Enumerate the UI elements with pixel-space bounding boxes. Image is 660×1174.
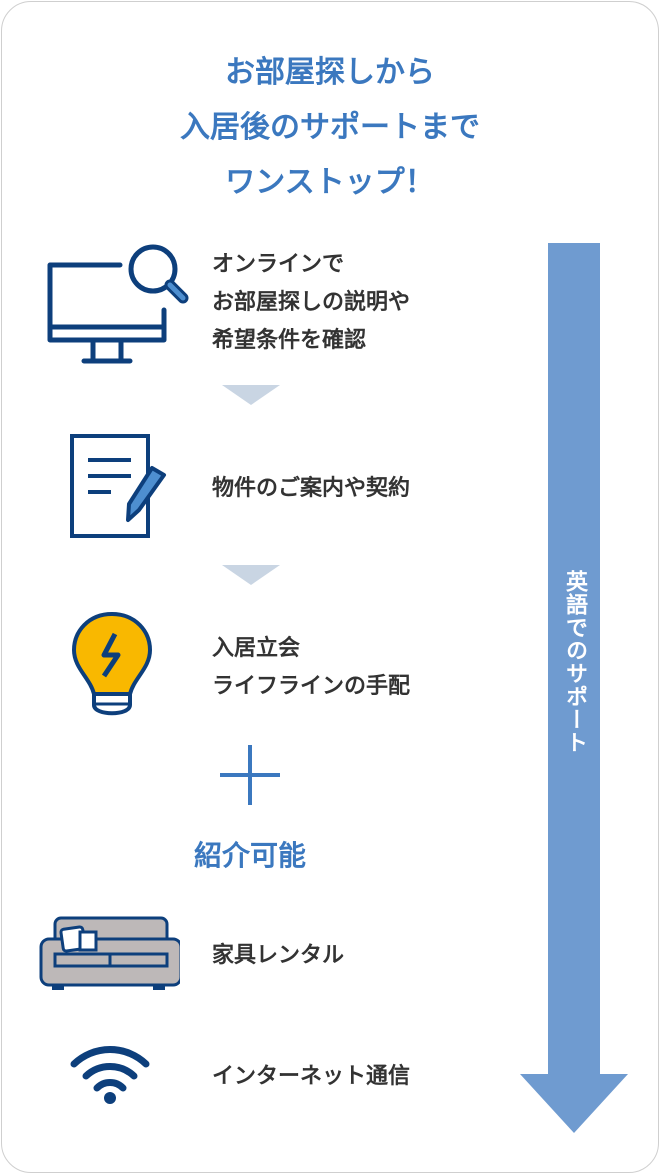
wifi-icon (70, 1046, 150, 1104)
plus-icon (220, 745, 280, 805)
option-internet: インターネット通信 (212, 1064, 411, 1089)
step-3-text: 入居立会 ライフラインの手配 (212, 630, 410, 706)
sofa-icon (39, 916, 180, 990)
page-title: お部屋探しから 入居後のサポートまで ワンストップ！ (0, 45, 660, 210)
text-line: オンラインで (212, 252, 345, 277)
text-line: 希望条件を確認 (212, 328, 367, 353)
text-line: 物件のご案内や契約 (212, 476, 411, 501)
title-line: 入居後のサポートまで (180, 110, 480, 145)
option-furniture-rental: 家具レンタル (212, 943, 345, 968)
title-line: ワンストップ！ (225, 165, 435, 200)
step-2-text: 物件のご案内や契約 (212, 470, 410, 508)
computer-search-icon (47, 244, 189, 364)
support-arrow-label: 英語でのサポート (562, 570, 587, 754)
text-line: お部屋探しの説明や (212, 290, 411, 315)
chevron-down-icon (222, 565, 280, 585)
text-line: 入居立会 (212, 636, 301, 661)
text-line: ライフラインの手配 (212, 674, 411, 699)
introduction-label: 紹介可能 (193, 839, 306, 872)
lightbulb-icon (72, 611, 152, 716)
title-line: お部屋探しから (225, 55, 435, 90)
document-pen-icon (70, 434, 166, 538)
step-1-text: オンラインで お部屋探しの説明や 希望条件を確認 (212, 246, 410, 360)
chevron-down-icon (222, 385, 280, 405)
support-arrow (520, 243, 628, 1133)
